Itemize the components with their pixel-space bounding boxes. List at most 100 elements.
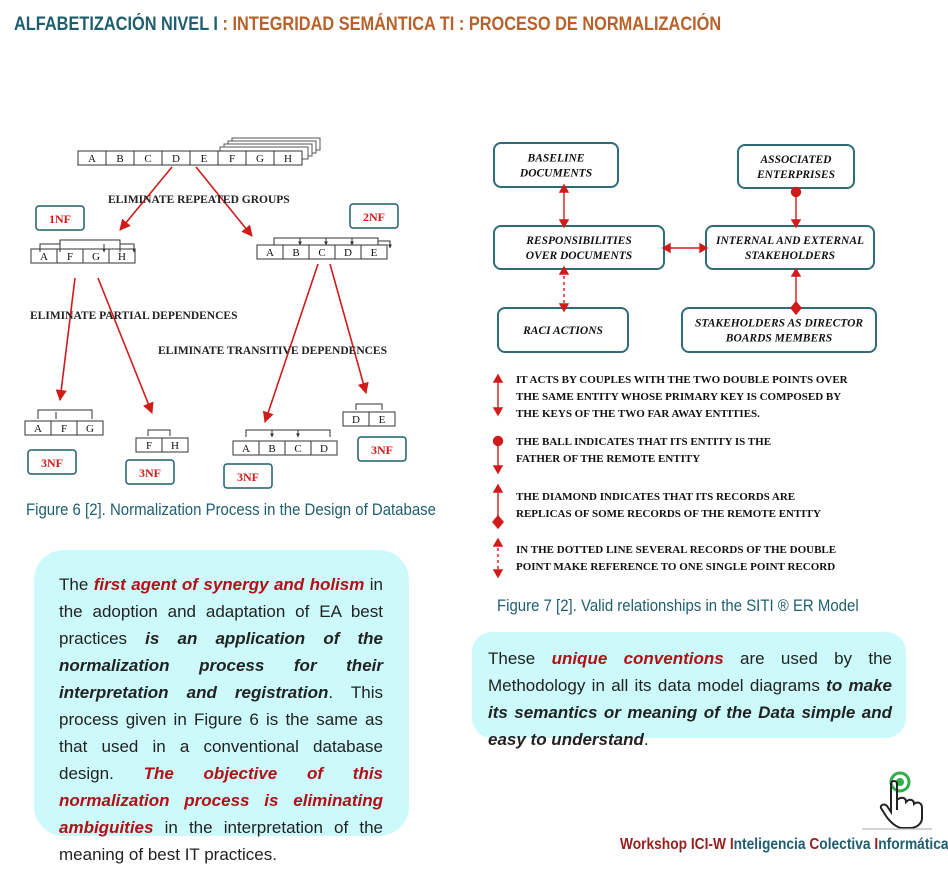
attribute-label: A [34, 423, 42, 435]
attribute-label: A [40, 251, 48, 263]
legend-text: POINT MAKE REFERENCE TO ONE SINGLE POINT… [516, 561, 835, 573]
entity-box-label: STAKEHOLDERS [745, 250, 835, 262]
attribute-cell [108, 248, 136, 264]
unnormalized-row: A B C D E F G H [77, 150, 303, 166]
entity-box-label: BOARDS MEMBERS [725, 333, 832, 345]
legend-item: THE BALL INDICATES THAT ITS ENTITY IS TH… [516, 436, 771, 465]
label-eliminate-repeated: ELIMINATE REPEATED GROUPS [108, 194, 290, 206]
attribute-cell [360, 244, 388, 260]
legend-text: THE BALL INDICATES THAT ITS ENTITY IS TH… [516, 436, 771, 448]
legend-text: IN THE DOTTED LINE SEVERAL RECORDS OF TH… [516, 544, 836, 556]
entity-box-raci: RACI ACTIONS [497, 307, 629, 353]
entity-box-directors: STAKEHOLDERS AS DIRECTOR BOARDS MEMBERS [681, 307, 877, 353]
entity-box-label: OVER DOCUMENTS [526, 250, 632, 262]
right-panel-paragraph: These unique conventions are used by the… [488, 649, 893, 749]
badge-1nf: 1NF [35, 205, 85, 231]
entity-box-label: INTERNAL AND EXTERNAL [715, 235, 864, 247]
attribute-label: D [172, 153, 180, 165]
attribute-cell [368, 411, 396, 427]
attribute-label: E [371, 247, 378, 259]
legend-text: IT ACTS BY COUPLES WITH THE TWO DOUBLE P… [516, 374, 849, 386]
badge-3nf-a: 3NF [27, 449, 77, 475]
hand-pointer-icon [862, 771, 932, 830]
attribute-label: D [344, 247, 352, 259]
label-eliminate-transitive: ELIMINATE TRANSITIVE DEPENDENCES [158, 345, 387, 357]
attribute-cell [310, 440, 338, 456]
relation-2nf: A B C D E [256, 244, 388, 260]
attribute-label: F [61, 423, 67, 435]
right-text-panel: These unique conventions are used by the… [472, 632, 906, 749]
entity-box-stakeholders: INTERNAL AND EXTERNAL STAKEHOLDERS [705, 225, 875, 270]
label-eliminate-partial: ELIMINATE PARTIAL DEPENDENCES [30, 310, 237, 322]
attribute-cell [76, 420, 104, 436]
svg-text:3NF: 3NF [139, 466, 161, 480]
entity-box-associated: ASSOCIATED ENTERPRISES [737, 144, 855, 189]
attribute-label: H [171, 440, 179, 452]
attribute-cell [161, 437, 189, 453]
legend-item: THE DIAMOND INDICATES THAT ITS RECORDS A… [516, 491, 821, 520]
attribute-label: C [294, 443, 301, 455]
title-part3: PROCESO DE NORMALIZACIÓN [468, 14, 722, 35]
figure-7-caption: Figure 7 [2]. Valid relationships in the… [497, 596, 859, 615]
title-part1: ALFABETIZACIÓN NIVEL I [14, 14, 218, 35]
entity-box-responsibilities: RESPONSIBILITIES OVER DOCUMENTS [493, 225, 665, 270]
attribute-label: H [284, 153, 292, 165]
entity-box-label: DOCUMENTS [519, 168, 592, 180]
legend-text: THE KEYS OF THE TWO FAR AWAY ENTITIES. [516, 408, 760, 420]
svg-text:1NF: 1NF [49, 212, 71, 226]
badge-3nf-d: 3NF [357, 436, 407, 462]
svg-text:2NF: 2NF [363, 210, 385, 224]
entity-box-label: ASSOCIATED [760, 154, 833, 166]
attribute-label: G [92, 251, 100, 263]
entity-box-label: RACI ACTIONS [522, 325, 603, 337]
legend-text: REPLICAS OF SOME RECORDS OF THE REMOTE E… [516, 508, 821, 520]
attribute-label: F [67, 251, 73, 263]
svg-text:3NF: 3NF [237, 470, 259, 484]
badge-2nf: 2NF [349, 203, 399, 229]
attribute-label: B [268, 443, 275, 455]
footer-workshop: Workshop ICI-W Inteligencia Colectiva In… [620, 836, 948, 853]
svg-text:3NF: 3NF [41, 456, 63, 470]
attribute-label: B [292, 247, 299, 259]
legend-item: IN THE DOTTED LINE SEVERAL RECORDS OF TH… [516, 544, 836, 573]
attribute-label: A [242, 443, 250, 455]
legend-item: IT ACTS BY COUPLES WITH THE TWO DOUBLE P… [516, 374, 849, 420]
svg-text:3NF: 3NF [371, 443, 393, 457]
attribute-label: G [256, 153, 264, 165]
attribute-cell [273, 150, 303, 166]
attribute-label: H [118, 251, 126, 263]
legend-text: THE DIAMOND INDICATES THAT ITS RECORDS A… [516, 491, 795, 503]
entity-box-label: STAKEHOLDERS AS DIRECTOR [695, 318, 863, 330]
entity-box-label: BASELINE [527, 153, 585, 165]
attribute-label: D [352, 414, 360, 426]
attribute-label: C [318, 247, 325, 259]
page-title: ALFABETIZACIÓN NIVEL I : INTEGRIDAD SEMÁ… [14, 14, 722, 35]
attribute-label: E [201, 153, 208, 165]
attribute-label: C [144, 153, 151, 165]
badge-3nf-b: 3NF [125, 459, 175, 485]
attribute-label: A [266, 247, 274, 259]
attribute-label: A [88, 153, 96, 165]
legend-text: THE SAME ENTITY WHOSE PRIMARY KEY IS COM… [516, 391, 841, 403]
left-text-panel: The first agent of synergy and holism in… [34, 550, 409, 864]
attribute-label: F [229, 153, 235, 165]
attribute-label: F [146, 440, 152, 452]
attribute-label: D [320, 443, 328, 455]
badge-3nf-c: 3NF [223, 463, 273, 489]
attribute-label: B [116, 153, 123, 165]
entity-box-label: ENTERPRISES [756, 169, 835, 181]
figure-6-caption: Figure 6 [2]. Normalization Process in t… [26, 500, 436, 519]
attribute-label: G [86, 423, 94, 435]
legend-text: FATHER OF THE REMOTE ENTITY [516, 453, 700, 465]
figure-7-er-diagram: BASELINE DOCUMENTS ASSOCIATED ENTERPRISES RE… [492, 142, 877, 579]
title-part2: INTEGRIDAD SEMÁNTICA TI [232, 14, 455, 35]
attribute-label: E [379, 414, 386, 426]
entity-box-label: RESPONSIBILITIES [525, 235, 631, 247]
entity-box-baseline: BASELINE DOCUMENTS [493, 142, 619, 188]
left-panel-paragraph: The first agent of synergy and holism in… [59, 575, 384, 864]
